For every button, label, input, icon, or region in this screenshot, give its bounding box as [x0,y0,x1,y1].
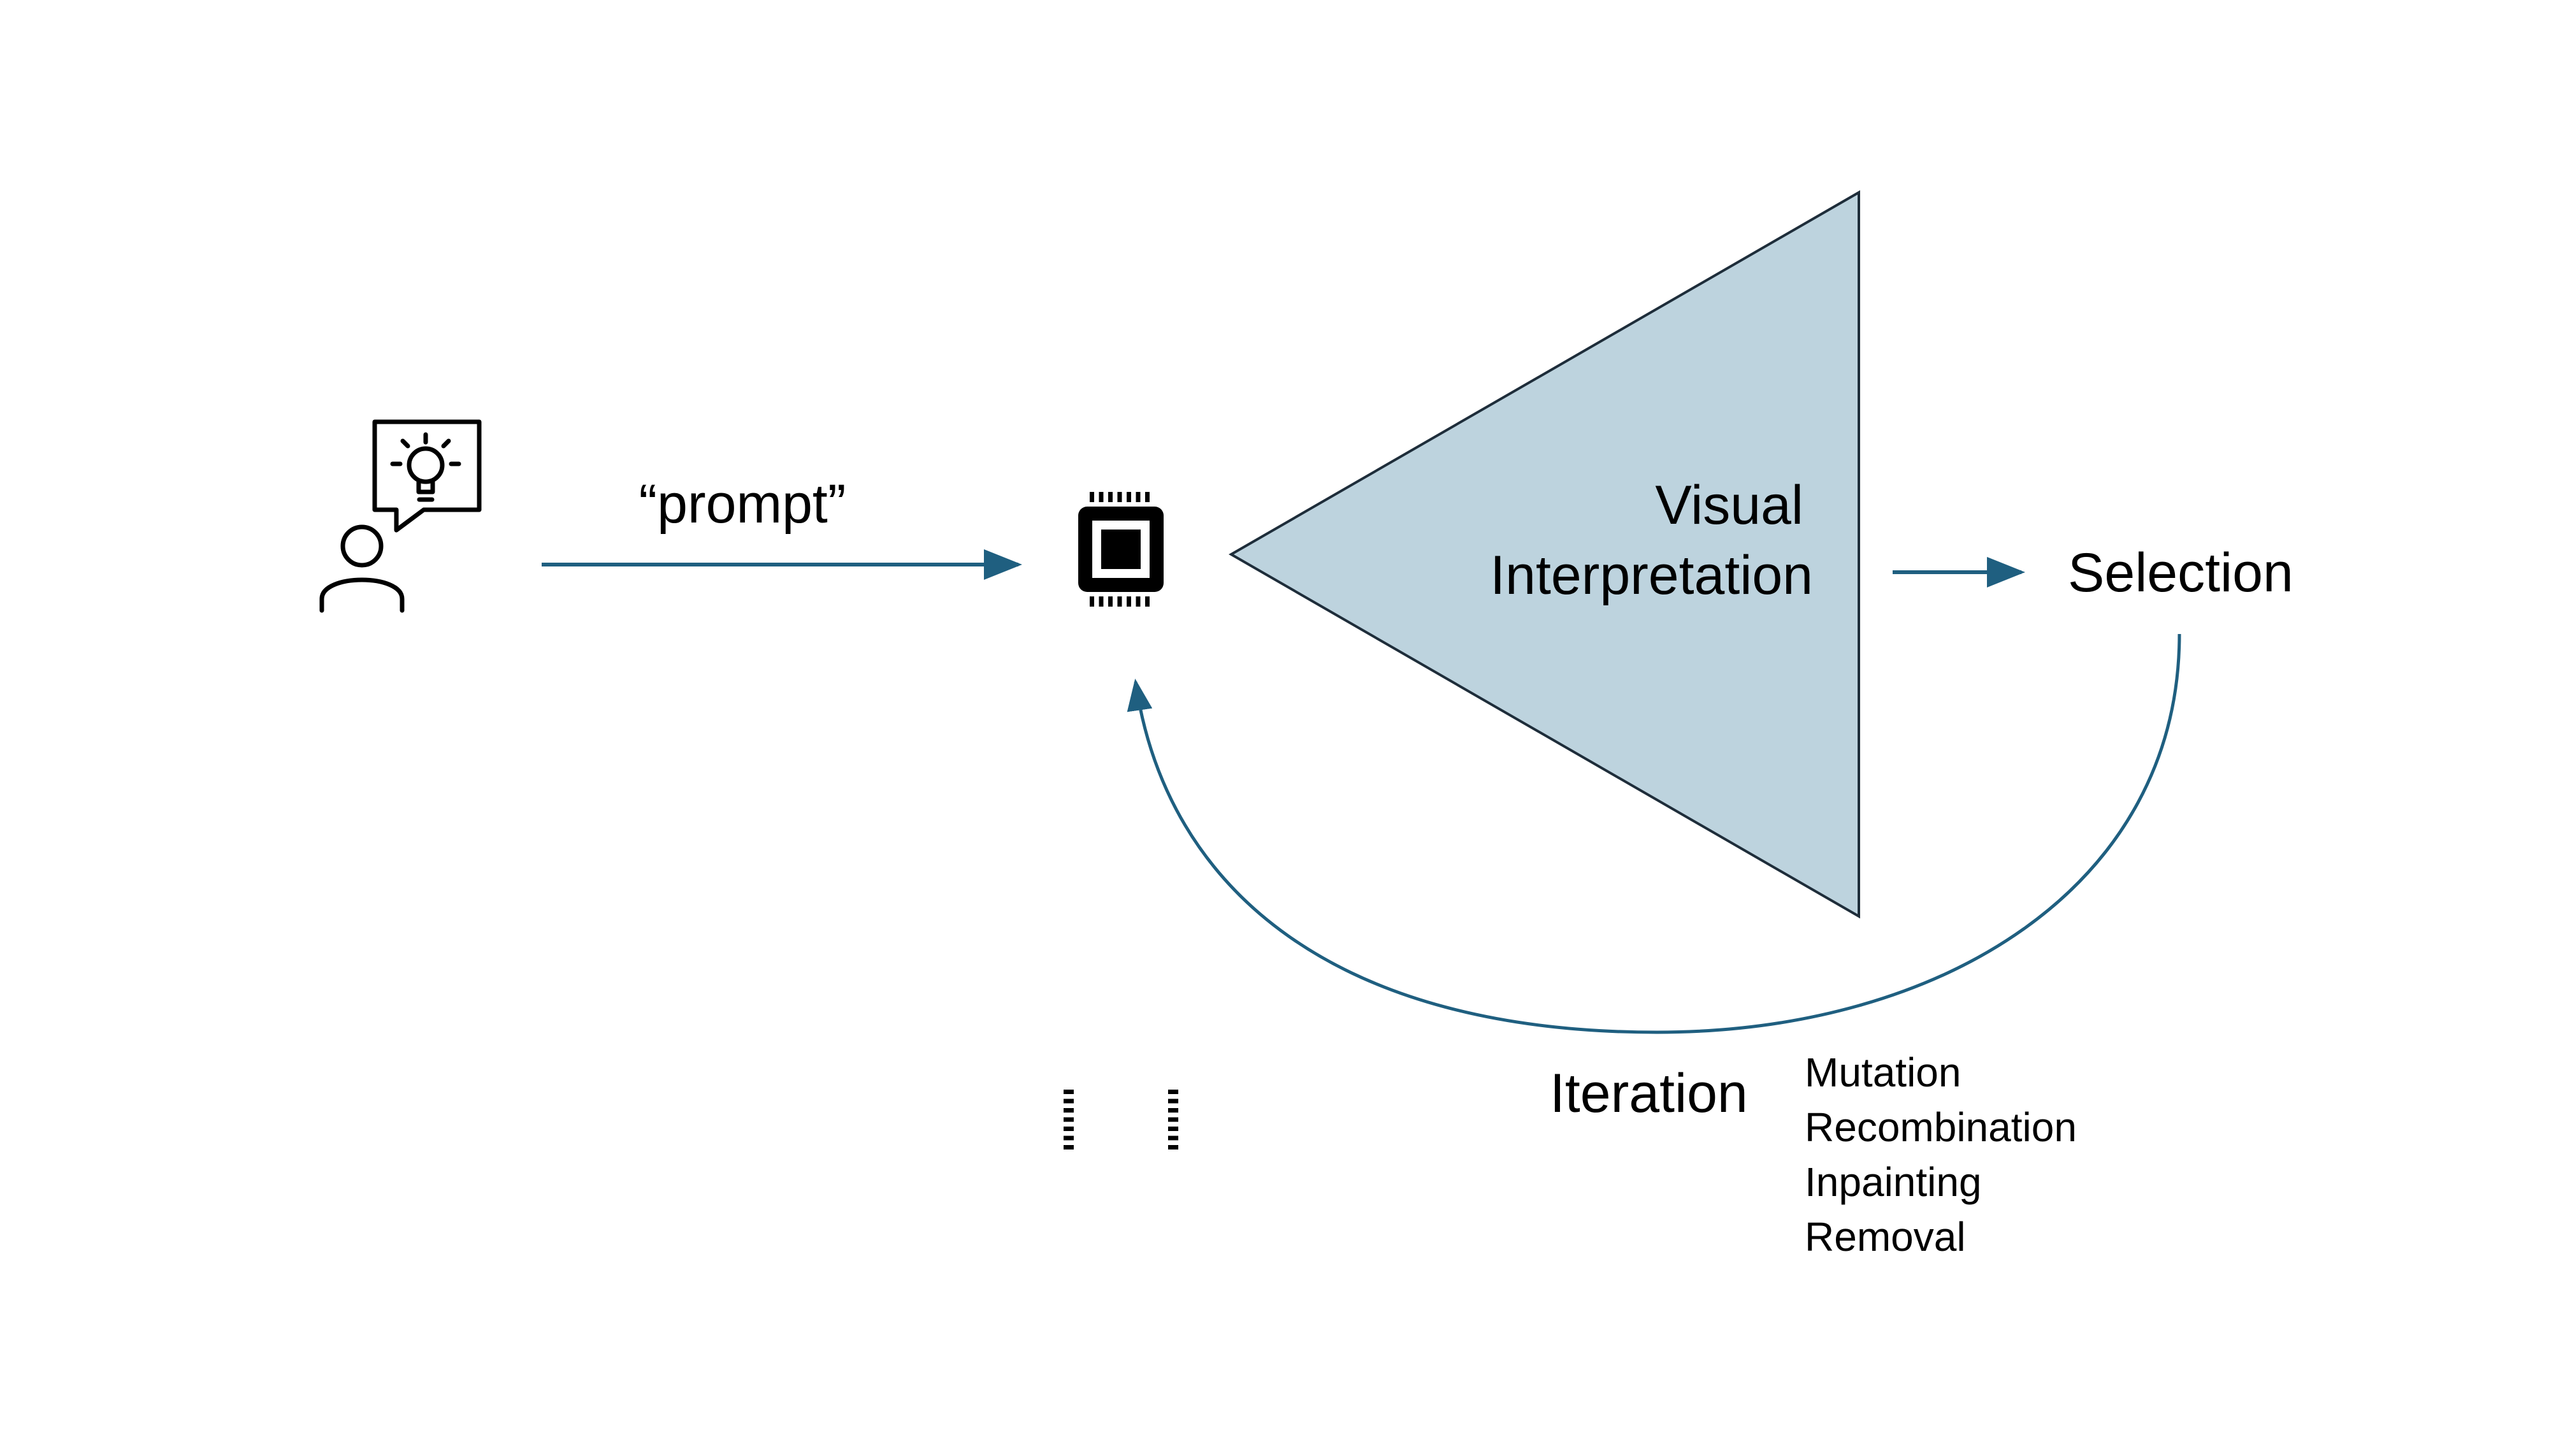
chip-pin [1136,596,1141,607]
chip-pin [1168,1117,1178,1122]
lightbulb-icon [390,432,461,502]
chip-pin [1117,492,1122,502]
user-idea-icon [319,419,482,613]
prompt-label: “prompt” [639,473,846,535]
chip-pin [1127,596,1131,607]
chip-pin [1168,1145,1178,1150]
iteration-label: Iteration [1550,1063,1748,1124]
visual-label-line1: Visual [1655,475,1803,536]
visual-label-line2: Interpretation [1490,545,1813,606]
chip-pin [1064,1099,1074,1104]
chip-pin [1090,492,1094,502]
chip-pin [1168,1135,1178,1141]
chip-pin [1090,596,1094,607]
operation-mutation: Mutation [1805,1049,1961,1095]
person-icon [319,524,405,613]
chip-pin [1168,1108,1178,1113]
chip-pin [1099,596,1104,607]
chip-pin [1099,492,1104,502]
operation-inpainting: Inpainting [1805,1159,1982,1205]
visual-interpretation-triangle [1228,190,1860,919]
chip-pin [1108,492,1113,502]
processor-chip-icon [1064,492,1178,1150]
chip-pin [1064,1090,1074,1094]
selection-label: Selection [2068,542,2293,603]
chip-pin [1064,1117,1074,1122]
chip-pin [1127,492,1131,502]
chip-pin [1168,1127,1178,1131]
chip-pin [1064,1145,1074,1150]
chip-pin [1145,596,1150,607]
operation-recombination: Recombination [1805,1104,2077,1150]
iteration-loop-arrow [1127,633,2181,1034]
chip-pin [1145,492,1150,502]
operation-removal: Removal [1805,1214,1966,1260]
chip-pin [1064,1127,1074,1131]
chip-pin [1168,1099,1178,1104]
speech-bubble-icon [372,419,482,533]
chip-pin [1168,1090,1178,1094]
chip-pin [1064,1108,1074,1113]
chip-pin [1117,596,1122,607]
chip-pin [1064,1135,1074,1141]
chip-pin [1136,492,1141,502]
chip-pin [1108,596,1113,607]
